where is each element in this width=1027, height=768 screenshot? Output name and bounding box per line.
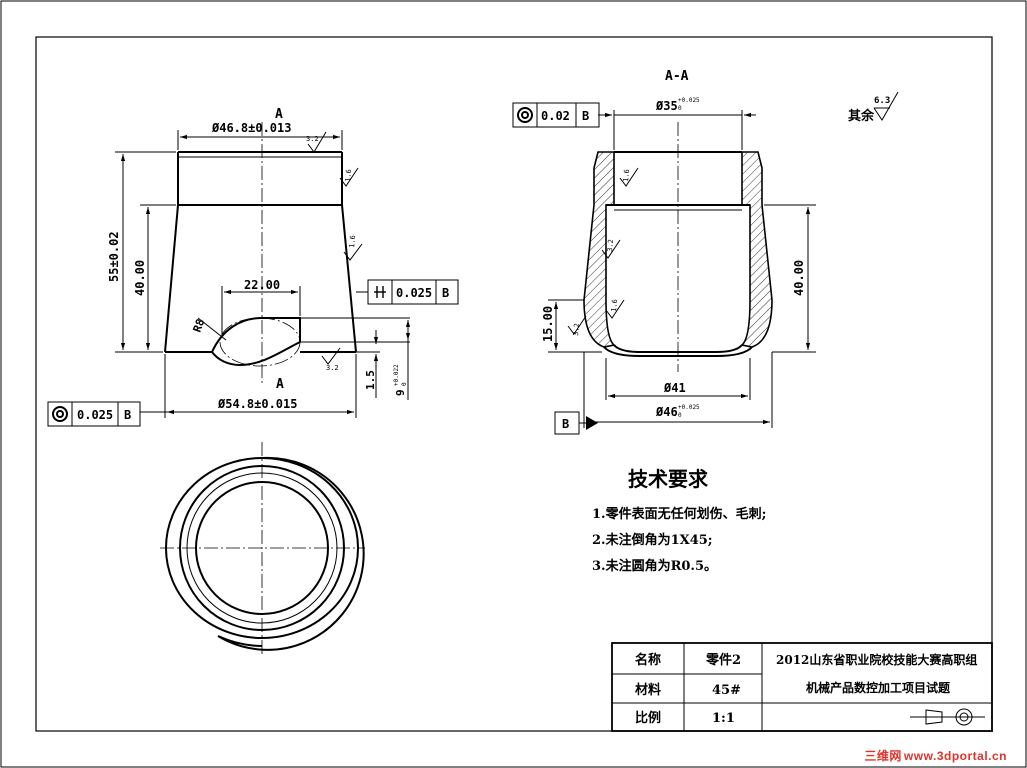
- section-label-top: A: [275, 107, 283, 122]
- dim-depth-2-tol-lower: 0: [401, 382, 408, 386]
- section-view: A-A Ø35 +0.025 0 0.02 B: [512, 69, 816, 435]
- tb-project-line1: 2012山东省职业院校技能大赛高职组: [776, 652, 977, 667]
- section-roughness-2: 3.2: [606, 239, 615, 252]
- dim-inner-bottom: Ø41: [663, 381, 686, 395]
- other-roughness-label: 其余: [848, 108, 875, 124]
- datum-b-label: B: [562, 417, 569, 431]
- tech-item-3: 3.未注圆角为R0.5。: [592, 558, 717, 574]
- other-roughness-value: 6.3: [874, 96, 890, 106]
- watermark-brand: 三维网: [864, 749, 902, 763]
- tb-name-value: 零件2: [705, 652, 741, 668]
- section-title: A-A: [665, 69, 689, 84]
- dim-outer-bottom-tol-upper: +0.025: [678, 404, 700, 411]
- section-label-bottom: A: [276, 377, 284, 392]
- tb-name-label: 名称: [635, 652, 661, 668]
- tb-material-label: 材料: [635, 682, 661, 698]
- fcf-concentric-front-tolerance: 0.025: [77, 408, 113, 422]
- dim-bottom-diameter: Ø54.8±0.015: [217, 397, 297, 411]
- dim-top-diameter: Ø46.8±0.013: [211, 121, 291, 135]
- dim-radius: R8: [191, 317, 208, 334]
- front-view: A Ø46.8±0.013 3.2 1.6 1.6 55±0.02 40.00 …: [47, 107, 459, 427]
- dim-bore-top-tol-upper: +0.025: [678, 97, 700, 104]
- tb-scale-label: 比例: [635, 710, 661, 726]
- drawing-border: [35, 36, 993, 732]
- other-roughness: 其余 6.3: [848, 91, 899, 124]
- section-dim-height: 40.00: [792, 260, 806, 296]
- fcf-concentric-section-tolerance: 0.02: [541, 109, 570, 123]
- tb-project-line2: 机械产品数控加工项目试题: [806, 680, 951, 695]
- watermark-url: www.3dportal.cn: [903, 749, 1007, 763]
- dim-depth-2-tol-upper: +0.022: [393, 364, 400, 386]
- dim-height-total: 55±0.02: [107, 231, 121, 282]
- fcf-concentric-section: 0.02 B: [512, 102, 600, 128]
- dim-outer-bottom: Ø46: [655, 405, 678, 419]
- dim-depth-1: 1.5: [364, 370, 377, 390]
- roughness-top: 3.2: [306, 135, 319, 143]
- fcf-parallel-tolerance: 0.025: [396, 286, 432, 300]
- dim-bore-top-tol-lower: 0: [678, 105, 682, 112]
- section-roughness-4: 3.2: [572, 323, 581, 336]
- fcf-concentric-section-datum: B: [582, 109, 589, 123]
- tech-item-1: 1.零件表面无任何划伤、毛刺;: [592, 506, 766, 522]
- dim-outer-bottom-tol-lower: 0: [678, 412, 682, 419]
- fcf-concentric-front: 0.025 B: [47, 401, 141, 427]
- top-view: [160, 442, 365, 655]
- fcf-parallel: 0.025 B: [367, 279, 459, 305]
- title-block: 名称 零件2 材料 45# 比例 1:1 2012山东省职业院校技能大赛高职组 …: [611, 642, 993, 732]
- dim-bore-top: Ø35: [655, 99, 678, 113]
- dim-height-cone: 40.00: [133, 260, 147, 296]
- dim-depth-2: 9: [394, 389, 407, 396]
- tb-scale-value: 1:1: [712, 711, 735, 726]
- tech-title: 技术要求: [628, 467, 709, 491]
- roughness-side-1: 1.6: [344, 169, 353, 182]
- fcf-concentric-front-datum: B: [124, 408, 131, 422]
- tech-requirements: 技术要求 1.零件表面无任何划伤、毛刺; 2.未注倒角为1X45; 3.未注圆角…: [592, 467, 766, 574]
- section-roughness-1: 1.6: [622, 169, 631, 182]
- roughness-side-2: 1.6: [348, 235, 357, 248]
- dim-slot-width: 22.00: [244, 278, 280, 292]
- projection-symbol-icon: [910, 708, 985, 726]
- fcf-parallel-datum: B: [442, 286, 449, 300]
- tb-material-value: 45#: [712, 683, 741, 698]
- tech-item-2: 2.未注倒角为1X45;: [592, 532, 713, 548]
- roughness-slot: 3.2: [326, 364, 339, 372]
- section-roughness-3: 1.6: [610, 299, 619, 312]
- section-dim-height-left: 15.00: [541, 306, 555, 342]
- datum-b: B: [554, 411, 598, 435]
